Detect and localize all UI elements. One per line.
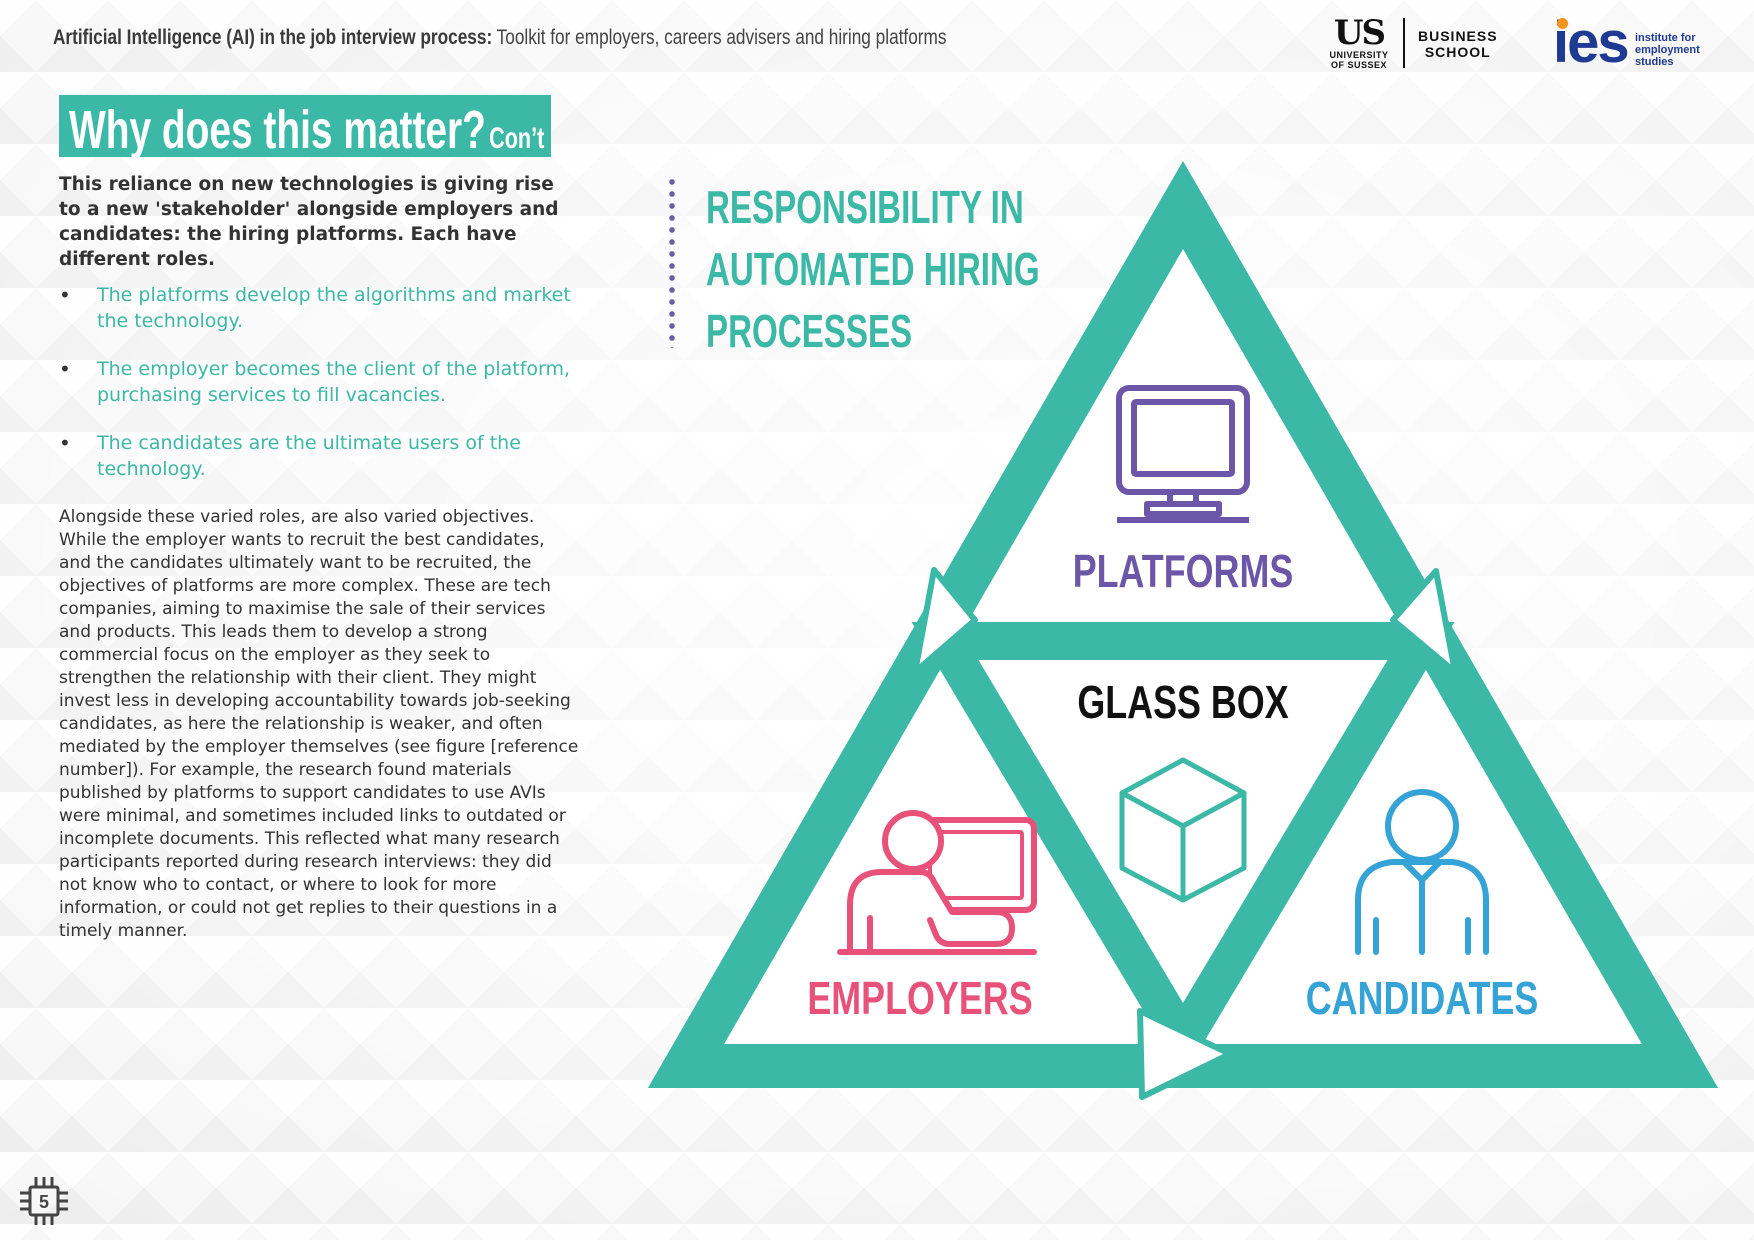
university-of-sussex-logo: US UNIVERSITY OF SUSSEX	[1325, 16, 1393, 70]
candidates-label: CANDIDATES	[1306, 973, 1539, 1024]
candidate-person-icon	[1355, 789, 1489, 955]
diagram-title-line1: RESPONSIBILITY IN	[706, 181, 1024, 233]
page-title-suffix: Con’t	[489, 122, 545, 155]
page-title-banner: Why does this matter? Con’t	[59, 95, 551, 157]
glass-box-label: GLASS BOX	[1077, 677, 1289, 728]
arrow-top-left	[912, 567, 978, 675]
ies-logo-dot	[1557, 18, 1568, 29]
ies-tag-line2: employment	[1635, 44, 1700, 56]
diagram-title-line3: PROCESSES	[706, 305, 913, 357]
header-title-rest: Toolkit for employers, careers advisers …	[492, 26, 947, 49]
employers-label: EMPLOYERS	[807, 973, 1032, 1024]
ies-logo-tagline: institute for employment studies	[1635, 32, 1700, 68]
business-school-line2: SCHOOL	[1424, 44, 1491, 60]
page-number: 5	[39, 1192, 49, 1212]
diagram-title-line2: AUTOMATED HIRING	[706, 243, 1040, 295]
ies-logo: ies institute for employment studies	[1553, 14, 1700, 72]
roles-bullet-list: The platforms develop the algorithms and…	[59, 282, 579, 504]
arrow-bottom	[1137, 1008, 1233, 1100]
computer-monitor-icon	[1116, 385, 1250, 523]
page-number-chip-icon: 5	[20, 1177, 68, 1225]
page-title: Why does this matter? Con’t	[69, 99, 544, 157]
inner-triangle	[911, 622, 1455, 1078]
diagram-title: RESPONSIBILITY IN AUTOMATED HIRING PROCE…	[706, 176, 1040, 362]
us-logo-line2: OF SUSSEX	[1330, 60, 1387, 70]
document-header: Artificial Intelligence (AI) in the job …	[53, 26, 946, 50]
bullet-employer: The employer becomes the client of the p…	[59, 356, 579, 408]
ies-tag-line1: institute for	[1635, 32, 1696, 44]
dotted-divider	[668, 176, 676, 348]
business-school-logo: BUSINESS SCHOOL	[1418, 28, 1498, 60]
arrow-top-right	[1390, 568, 1458, 675]
intro-paragraph: This reliance on new technologies is giv…	[59, 174, 559, 270]
platforms-label: PLATFORMS	[1073, 546, 1294, 597]
bullet-candidates: The candidates are the ultimate users of…	[59, 430, 579, 482]
header-title-bold: Artificial Intelligence (AI) in the job …	[53, 26, 493, 49]
ies-tag-line3: studies	[1635, 56, 1674, 68]
cube-icon	[1119, 757, 1247, 903]
body-paragraph: Alongside these varied roles, are also v…	[59, 507, 579, 941]
employer-at-desk-icon	[837, 810, 1037, 955]
us-logo-line1: UNIVERSITY	[1329, 50, 1389, 60]
bullet-platforms: The platforms develop the algorithms and…	[59, 282, 579, 334]
business-school-line1: BUSINESS	[1418, 28, 1498, 44]
page-title-main: Why does this matter?	[69, 100, 486, 157]
us-logo-mark: US	[1333, 13, 1386, 53]
logo-divider	[1403, 18, 1405, 68]
